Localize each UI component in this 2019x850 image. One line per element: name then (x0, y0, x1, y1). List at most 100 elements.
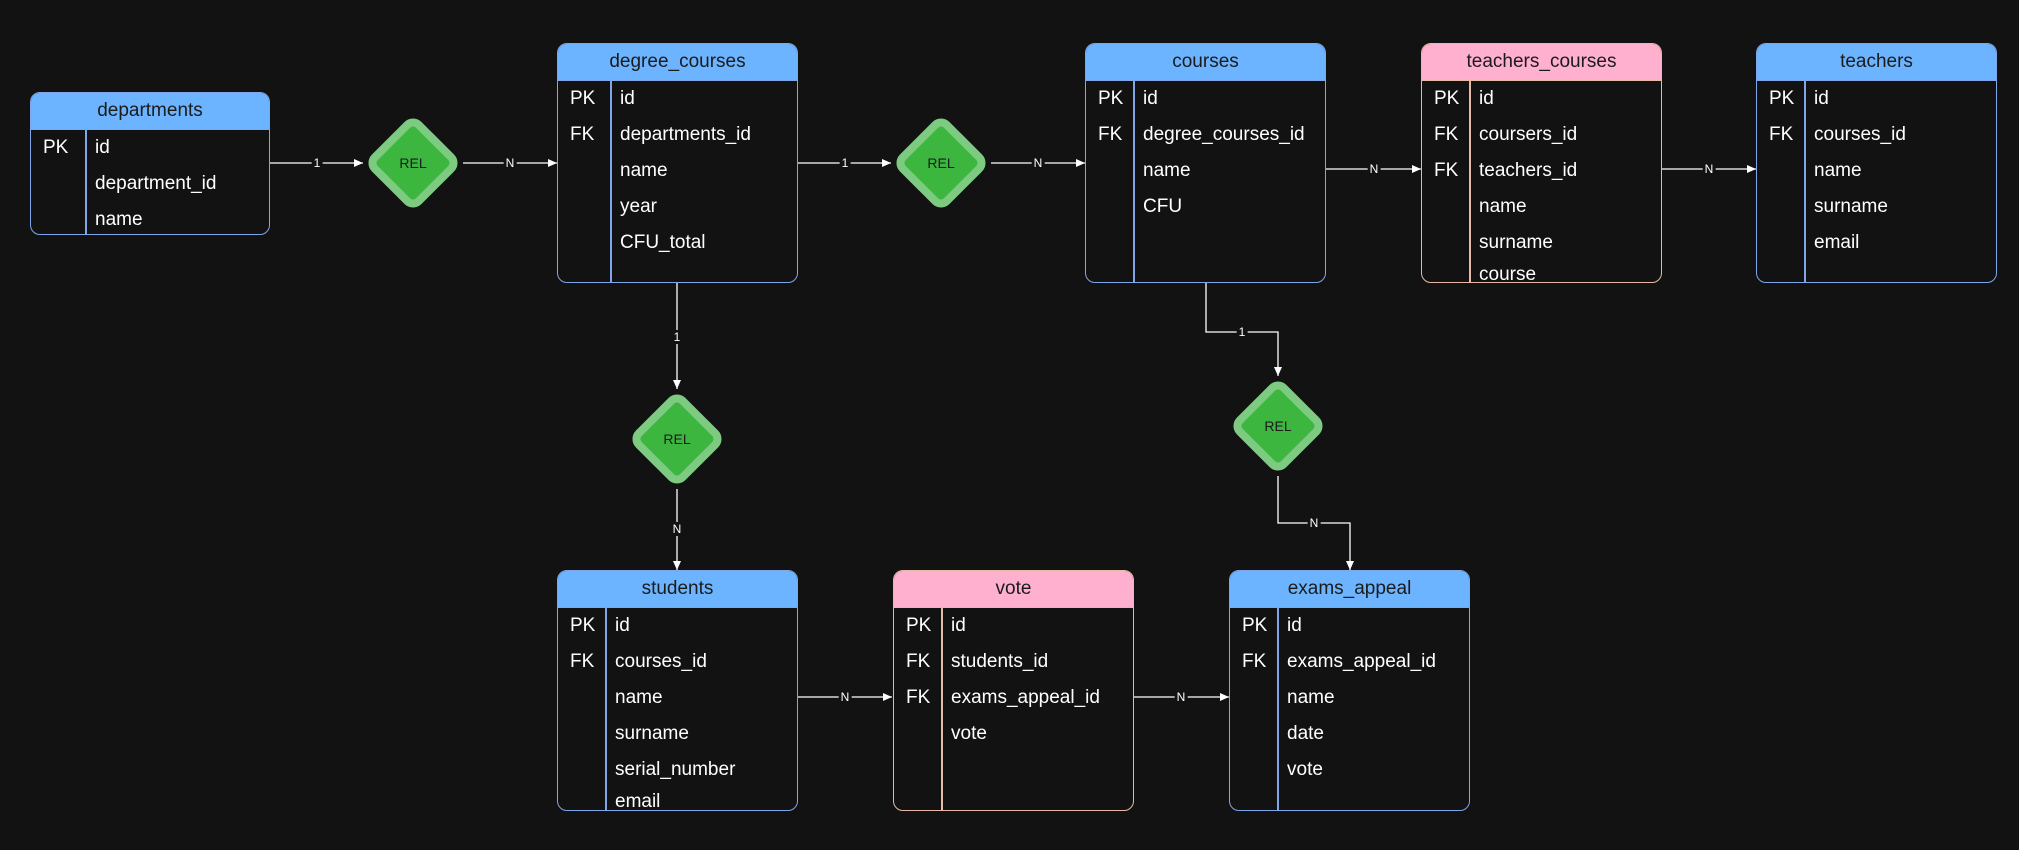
field-name: id (620, 88, 635, 109)
attribute-row[interactable]: FK coursers_id (1422, 120, 1661, 150)
field-name: id (1814, 88, 1829, 109)
field-name: email (1814, 232, 1860, 253)
relation-label: REL (1264, 418, 1292, 434)
attribute-row[interactable]: vote (894, 719, 1133, 749)
attribute-row[interactable]: PK id (894, 611, 1133, 641)
key-label: PK (1242, 615, 1268, 636)
column-divider (85, 130, 87, 234)
field-name: vote (951, 723, 987, 744)
attribute-row[interactable]: department_id (31, 169, 269, 199)
attribute-row[interactable]: CFU (1086, 192, 1325, 222)
key-label: PK (1434, 88, 1460, 109)
column-divider (610, 81, 612, 282)
key-label: FK (1242, 651, 1267, 672)
key-label: FK (570, 651, 595, 672)
field-name: id (951, 615, 966, 636)
entity-title: degree_courses (558, 44, 797, 81)
attribute-row[interactable]: surname (558, 719, 797, 749)
cardinality-label: N (838, 690, 852, 704)
key-label: FK (570, 124, 595, 145)
attribute-row[interactable]: year (558, 192, 797, 222)
attribute-row[interactable]: PK id (1757, 84, 1996, 114)
cardinality-label: N (1307, 516, 1321, 530)
relation-diamond[interactable]: REL (1228, 376, 1328, 476)
cardinality-label: 1 (311, 156, 323, 170)
field-name: department_id (95, 173, 217, 194)
relation-label: REL (663, 431, 691, 447)
attribute-row[interactable]: name (1086, 156, 1325, 186)
entity-title: teachers_courses (1422, 44, 1661, 81)
attribute-row[interactable]: date (1230, 719, 1469, 749)
field-name: CFU (1143, 196, 1183, 217)
attribute-row[interactable]: course (1422, 260, 1661, 283)
attribute-row[interactable]: surname (1422, 228, 1661, 258)
key-label: PK (1769, 88, 1795, 109)
attribute-row[interactable]: email (1757, 228, 1996, 258)
field-name: serial_number (615, 759, 736, 780)
relation-label: REL (927, 155, 955, 171)
field-name: courses_id (615, 651, 707, 672)
field-name: surname (615, 723, 689, 744)
attribute-row[interactable]: name (1230, 683, 1469, 713)
column-divider (941, 608, 943, 810)
field-name: CFU_total (620, 232, 706, 253)
field-name: course (1479, 264, 1537, 283)
field-name: name (615, 687, 663, 708)
key-label: PK (906, 615, 932, 636)
key-label: PK (1098, 88, 1124, 109)
key-label: FK (906, 651, 931, 672)
field-name: date (1287, 723, 1324, 744)
cardinality-label: N (1174, 690, 1188, 704)
attribute-row[interactable]: surname (1757, 192, 1996, 222)
attribute-row[interactable]: name (1757, 156, 1996, 186)
attribute-row[interactable]: FK exams_appeal_id (1230, 647, 1469, 677)
attribute-row[interactable]: vote (1230, 755, 1469, 785)
attribute-row[interactable]: serial_number (558, 755, 797, 785)
field-name: year (620, 196, 657, 217)
field-name: id (1479, 88, 1494, 109)
relation-diamond[interactable]: REL (363, 113, 463, 213)
field-name: surname (1814, 196, 1888, 217)
attribute-row[interactable]: email (558, 787, 797, 810)
attribute-row[interactable]: PK id (1422, 84, 1661, 114)
attribute-row[interactable]: name (558, 683, 797, 713)
relation-label: REL (399, 155, 427, 171)
key-label: FK (1434, 160, 1459, 181)
attribute-row[interactable]: CFU_total (558, 228, 797, 258)
field-name: courses_id (1814, 124, 1906, 145)
attribute-row[interactable]: FK courses_id (1757, 120, 1996, 150)
attribute-row[interactable]: name (1422, 192, 1661, 222)
key-label: FK (1434, 124, 1459, 145)
column-divider (605, 608, 607, 810)
attribute-row[interactable]: FK courses_id (558, 647, 797, 677)
key-label: PK (570, 615, 596, 636)
attribute-row[interactable]: name (31, 205, 269, 234)
field-name: exams_appeal_id (951, 687, 1100, 708)
relation-diamond[interactable]: REL (891, 113, 991, 213)
attribute-row[interactable]: name (558, 156, 797, 186)
column-divider (1277, 608, 1279, 810)
field-name: coursers_id (1479, 124, 1578, 145)
field-name: vote (1287, 759, 1323, 780)
relation-diamond[interactable]: REL (627, 389, 727, 489)
field-name: exams_appeal_id (1287, 651, 1436, 672)
key-label: FK (1769, 124, 1794, 145)
